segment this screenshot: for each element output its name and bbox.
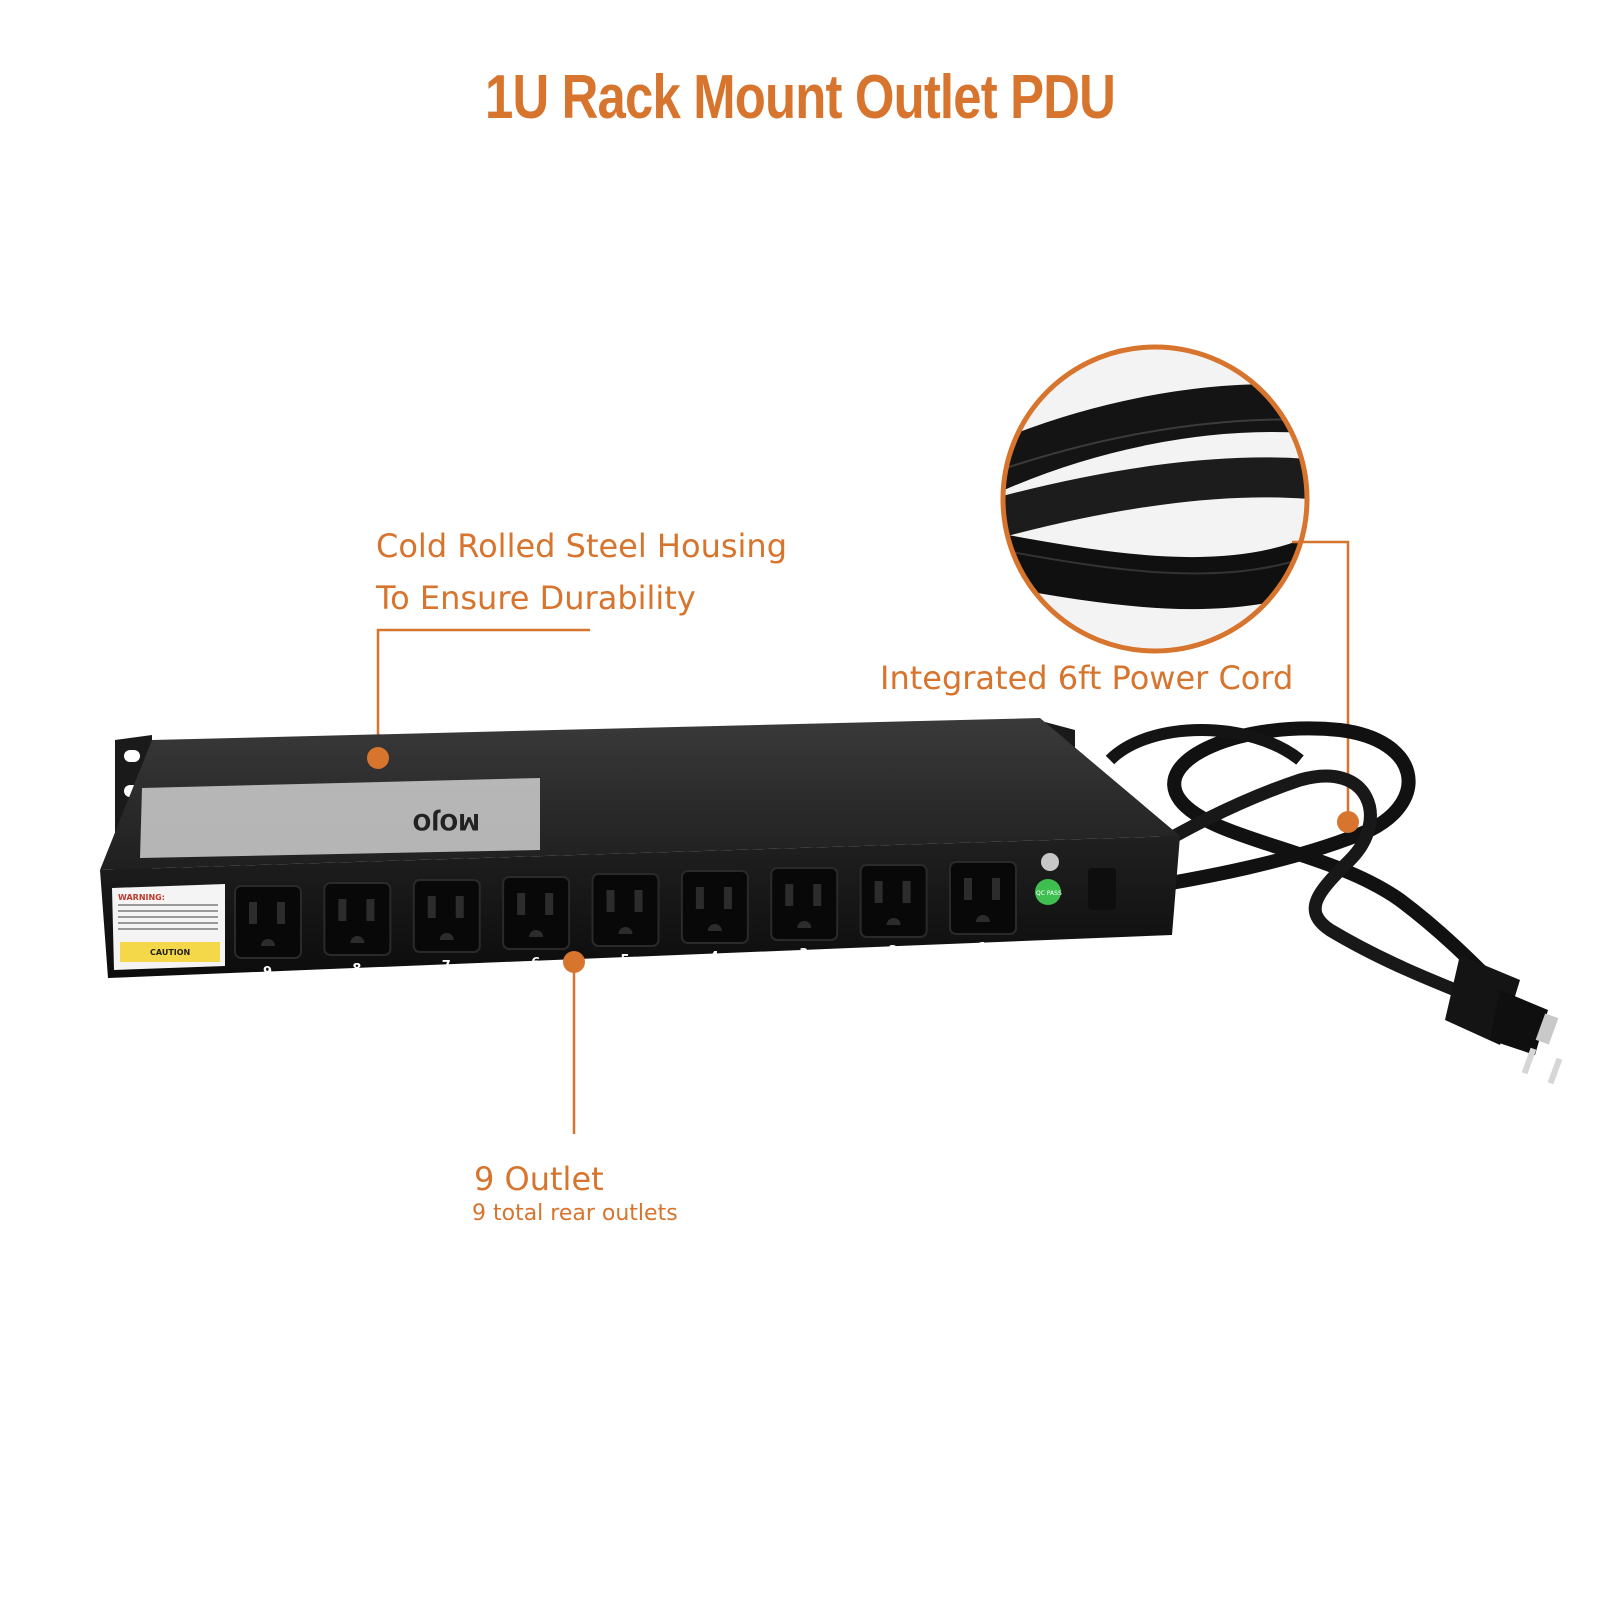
outlet-slot	[634, 890, 643, 912]
outlet-slot	[992, 878, 1000, 900]
outlet-socket	[680, 870, 749, 944]
qc-pass-sticker	[1035, 879, 1061, 905]
outlet-number: 7	[442, 959, 451, 974]
outlet-slot	[545, 893, 554, 915]
outlet-slot	[606, 890, 615, 912]
outlet-1: 1	[949, 861, 1017, 956]
outlet-slot	[249, 902, 257, 924]
warning-heading: WARNING:	[118, 893, 165, 902]
housing-leader	[376, 628, 590, 758]
outlet-number: 2	[889, 944, 898, 959]
outlet-5: 5	[591, 873, 660, 968]
outlet-callout: 9 Outlet	[474, 1160, 604, 1198]
outlet-ground-hole	[797, 921, 812, 928]
outlet-slot	[517, 893, 526, 915]
outlet-slot	[964, 878, 972, 900]
outlet-slot	[785, 884, 794, 906]
outlet-ground-hole	[707, 924, 722, 931]
brand-logo: MOJO	[413, 808, 480, 833]
outlet-ground-hole	[439, 933, 454, 940]
power-cord	[1094, 721, 1505, 1007]
outlet-number: 9	[263, 965, 272, 980]
outlet-slot	[427, 896, 436, 918]
outlet-ground-hole	[350, 936, 365, 943]
outlet-ground-hole	[976, 915, 990, 922]
outlet-slot	[695, 887, 704, 909]
outlet-row: 9 8 7 6 5 4 3 2 1	[234, 861, 1017, 980]
housing-callout-line1: Cold Rolled Steel Housing	[376, 527, 787, 565]
cord-zoom-detail	[1000, 344, 1310, 654]
outlet-ground-hole	[529, 930, 544, 937]
outlet-ground-hole	[618, 927, 633, 934]
outlet-4: 4	[680, 870, 749, 965]
outlet-7: 7	[412, 879, 481, 974]
outlet-slot	[723, 887, 732, 909]
outlet-slot	[813, 884, 822, 906]
outlet-socket	[412, 879, 481, 953]
outlet-number: 1	[978, 941, 987, 956]
housing-dot	[367, 747, 389, 769]
outlet-slot	[277, 902, 285, 924]
outlet-slot	[902, 881, 911, 903]
callout-dots	[367, 747, 1359, 973]
outlet-socket	[234, 885, 302, 959]
outlet-6: 6	[502, 876, 571, 971]
outlet-socket	[591, 873, 660, 947]
outlet-socket	[323, 882, 392, 956]
outlet-number: 3	[799, 947, 808, 962]
power-plug	[1445, 955, 1563, 1085]
outlet-dot	[563, 951, 585, 973]
outlet-number: 5	[621, 953, 630, 968]
outlet-callout-sublabel: 9 total rear outlets	[472, 1201, 678, 1226]
outlet-slot	[366, 899, 375, 921]
housing-callout: Cold Rolled Steel Housing To Ensure Dura…	[376, 520, 787, 624]
cord-callout: Integrated 6ft Power Cord	[880, 659, 1294, 697]
outlet-2: 2	[859, 864, 928, 959]
outlet-8: 8	[323, 882, 392, 977]
outlet-number: 8	[352, 962, 361, 977]
outlet-ground-hole	[261, 939, 275, 946]
outlet-slot	[874, 881, 883, 903]
top-label-sticker	[140, 778, 540, 858]
outlet-ground-hole	[886, 918, 901, 925]
outlet-9: 9	[234, 885, 302, 980]
outlet-number: 6	[531, 956, 540, 971]
outlet-number: 4	[710, 950, 719, 965]
qc-pass-text: QC PASS	[1036, 890, 1062, 897]
outlet-socket	[859, 864, 928, 938]
page-title: 1U Rack Mount Outlet PDU	[484, 63, 1116, 132]
outlet-socket	[770, 867, 839, 941]
outlet-socket	[949, 861, 1017, 935]
outlet-slot	[455, 896, 464, 918]
cord-dot	[1337, 811, 1359, 833]
caution-text: CAUTION	[150, 948, 190, 957]
warning-label: WARNING: CAUTION	[112, 884, 225, 970]
housing-callout-line2: To Ensure Durability	[376, 579, 696, 617]
outlet-socket	[502, 876, 571, 950]
outlet-3: 3	[770, 867, 839, 962]
cord-zoom-ring	[1000, 344, 1310, 654]
outlet-slot	[338, 899, 347, 921]
